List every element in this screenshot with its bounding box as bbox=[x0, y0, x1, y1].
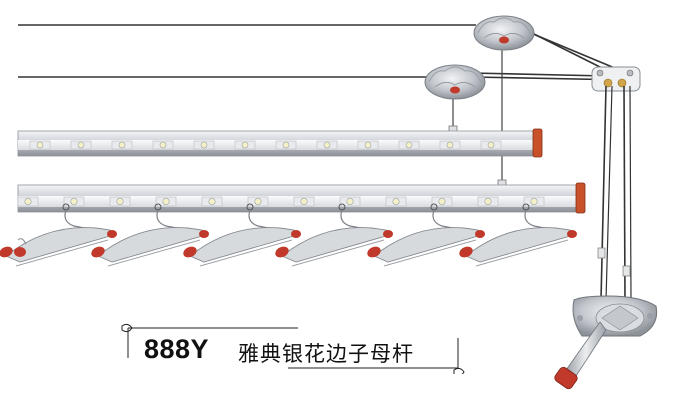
rail-light bbox=[247, 196, 269, 207]
rail-light bbox=[63, 196, 85, 207]
clothes-hanger bbox=[14, 238, 27, 257]
lower-drying-rail bbox=[17, 182, 586, 214]
rail-light bbox=[480, 140, 502, 150]
rail-light bbox=[17, 196, 39, 207]
vertical-crank-cables bbox=[597, 85, 632, 301]
rail-light bbox=[70, 140, 92, 150]
rail-light bbox=[357, 140, 379, 150]
rail-light bbox=[385, 196, 407, 207]
clothes-hanger bbox=[183, 203, 301, 267]
product-name: 雅典银花边子母杆 bbox=[238, 342, 414, 366]
rail-light bbox=[193, 140, 215, 150]
caption-frame bbox=[121, 323, 465, 374]
lower-ceiling-pulley bbox=[424, 64, 486, 100]
clothes-hanger bbox=[275, 203, 393, 267]
rail-light bbox=[523, 196, 545, 207]
upper-ceiling-pulley bbox=[473, 15, 535, 51]
rail-light bbox=[439, 140, 461, 150]
wall-cable-bracket bbox=[591, 66, 641, 92]
clothes-hanger bbox=[91, 203, 209, 267]
clothes-hanger bbox=[459, 203, 577, 267]
rail-light bbox=[339, 196, 361, 207]
rail-light bbox=[109, 196, 131, 207]
ceiling-cables bbox=[18, 21, 630, 81]
clothes-hanger bbox=[367, 203, 485, 267]
model-number: 888Y bbox=[144, 334, 210, 364]
rail-light bbox=[152, 140, 174, 150]
rail-light bbox=[316, 140, 338, 150]
clothes-hanger bbox=[0, 203, 117, 267]
rail-light bbox=[234, 140, 256, 150]
rail-light bbox=[477, 196, 499, 207]
rail-light bbox=[29, 140, 51, 150]
rail-light bbox=[201, 196, 223, 207]
rail-light bbox=[431, 196, 453, 207]
product-caption: 888Y 雅典银花边子母杆 bbox=[118, 322, 468, 374]
rail-light bbox=[275, 140, 297, 150]
hand-crank bbox=[554, 295, 658, 390]
rail-light bbox=[293, 196, 315, 207]
upper-drying-rail bbox=[17, 128, 543, 158]
hanger-row bbox=[0, 203, 577, 267]
rail-light bbox=[111, 140, 133, 150]
rail-light bbox=[155, 196, 177, 207]
rail-light bbox=[398, 140, 420, 150]
